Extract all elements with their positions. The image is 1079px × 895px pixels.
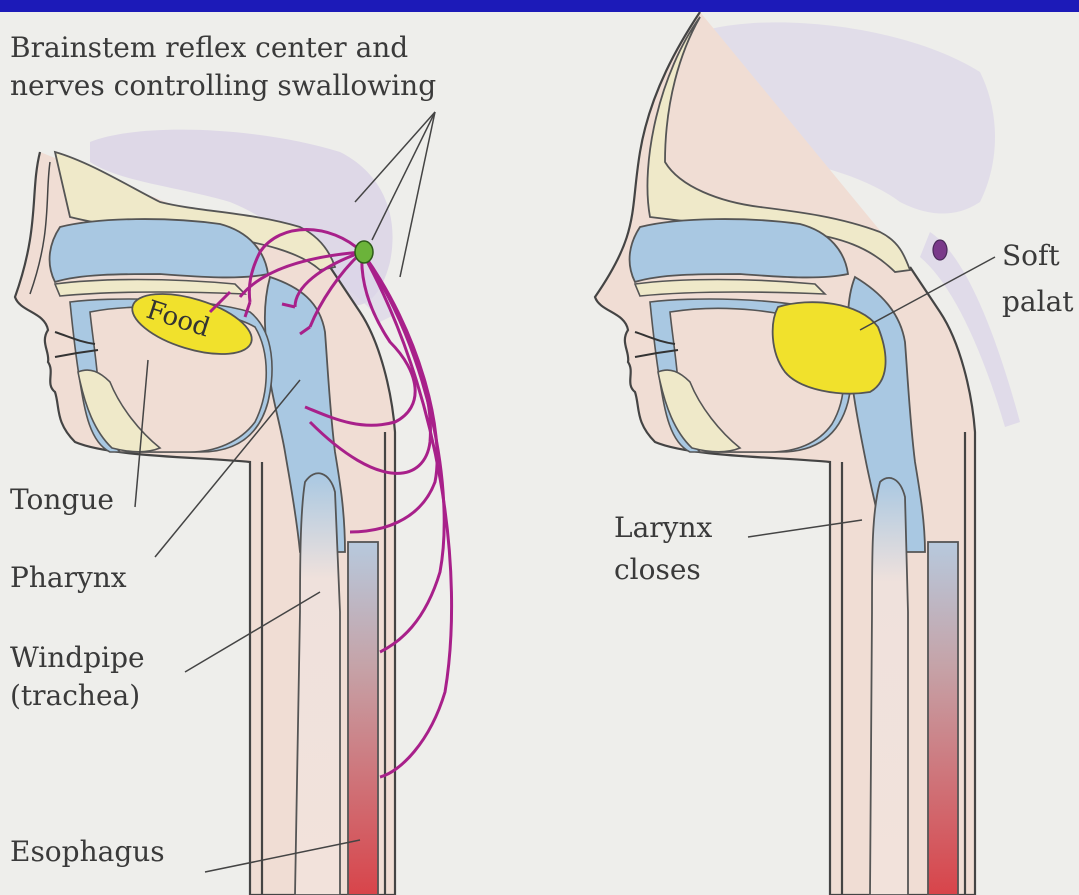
- right-head-figure: [595, 12, 1020, 895]
- diagram-canvas: Brainstem reflex center and nerves contr…: [0, 12, 1079, 895]
- label-larynx: Larynx: [614, 510, 712, 546]
- label-brainstem-line1: Brainstem reflex center and: [10, 30, 408, 66]
- trachea-left: [295, 473, 340, 895]
- label-trachea: (trachea): [10, 678, 140, 714]
- label-pharynx: Pharynx: [10, 560, 127, 596]
- reflex-center-right: [933, 240, 947, 260]
- esophagus-right: [928, 542, 958, 895]
- label-windpipe: Windpipe: [10, 640, 145, 676]
- label-tongue: Tongue: [10, 482, 114, 518]
- label-palate: palat: [1002, 284, 1074, 320]
- trachea-right: [870, 478, 908, 895]
- label-esophagus: Esophagus: [10, 834, 165, 870]
- label-soft: Soft: [1002, 238, 1060, 274]
- label-brainstem-line2: nerves controlling swallowing: [10, 68, 436, 104]
- reflex-center-left: [355, 241, 373, 263]
- label-closes: closes: [614, 552, 701, 588]
- swallowing-illustration: [0, 12, 1079, 895]
